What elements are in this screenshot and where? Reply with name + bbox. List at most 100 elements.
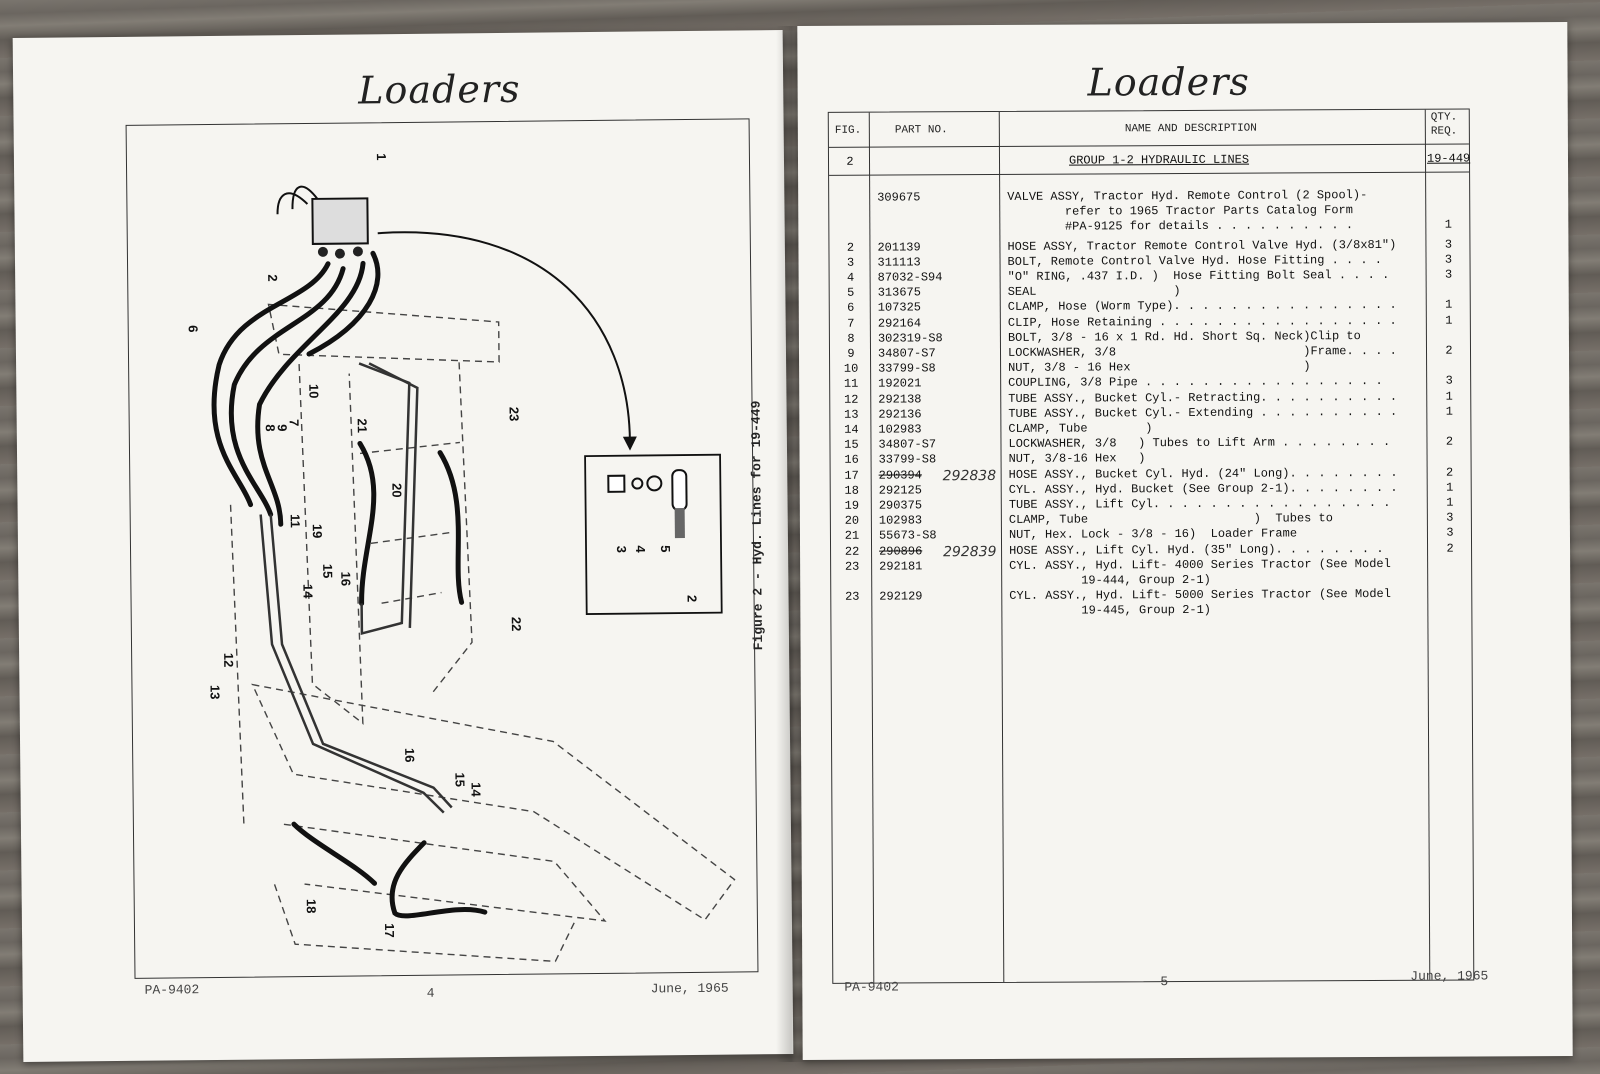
row-fig: 11: [843, 377, 859, 392]
right-footer-page: 5: [1160, 974, 1169, 990]
figure-caption: Figure 2 - Hyd. Lines for 19-449: [748, 400, 767, 651]
callout-7: 7: [287, 419, 302, 426]
row-description: COUPLING, 3/8 Pipe . . . . . . . . . . .…: [1008, 374, 1383, 391]
row-part-no: 201139: [877, 239, 921, 255]
row-description: 19-444, Group 2-1): [1009, 572, 1211, 588]
fitting-detail-box: [584, 453, 723, 615]
row-qty: 2: [1445, 465, 1454, 480]
parts-rows: 309675 VALVE ASSY, Tractor Hyd. Remote Co…: [829, 110, 1469, 618]
row-qty: 2: [1445, 343, 1453, 358]
row-part-no: 102983: [878, 422, 922, 437]
row-description: CYL. ASSY., Hyd. Lift- 5000 Series Tract…: [1009, 587, 1391, 604]
row-fig: 4: [846, 270, 855, 285]
row-fig: 6: [847, 301, 855, 316]
parts-row: #PA-9125 for details . . . . . . . . . .…: [829, 218, 1469, 236]
row-part-no: 311113: [877, 255, 921, 270]
callout-19: 19: [310, 524, 325, 539]
row-part-no: 55673-S8: [878, 528, 937, 543]
row-part-no: 107325: [877, 300, 922, 315]
callout-6: 6: [186, 325, 201, 332]
row-description: BOLT, Remote Control Valve Hyd. Hose Fit…: [1007, 252, 1383, 269]
callout-15b: 15: [452, 772, 467, 787]
row-fig: 12: [844, 392, 859, 407]
callout-23: 23: [507, 407, 522, 422]
callout-14b: 14: [468, 782, 483, 797]
callout-1: 1: [374, 153, 389, 160]
row-description: CLAMP, Tube ): [1008, 421, 1153, 436]
callout-20: 20: [389, 483, 404, 498]
row-part-no: 292129: [879, 589, 923, 604]
row-part-no: 313675: [877, 285, 921, 300]
group-fig: 2: [846, 154, 854, 169]
callout-17: 17: [382, 923, 397, 938]
callout-8: 8: [263, 424, 278, 431]
left-page-title: Loaders: [357, 66, 521, 113]
remote-control-valve: [276, 185, 369, 259]
header-rule: [828, 143, 1469, 148]
row-part-no: 302319-S8: [877, 331, 943, 346]
row-description: HOSE ASSY., Lift Cyl. Hyd. (35" Long). .…: [1009, 541, 1384, 558]
row-fig: 13: [844, 407, 859, 422]
row-qty: 3: [1445, 373, 1453, 389]
row-fig: 20: [844, 513, 860, 528]
right-page: Loaders FIG. PART NO. NAME AND DESCRIPTI…: [797, 21, 1573, 1061]
row-fig: 8: [847, 331, 855, 346]
left-footer-date: June, 1965: [650, 980, 729, 997]
row-fig: 22: [844, 544, 860, 559]
row-part-no: 292138: [878, 391, 922, 407]
row-part-no: 292136: [878, 407, 922, 422]
left-page: Loaders: [12, 29, 794, 1063]
row-description: NUT, 3/8-16 Hex ): [1008, 451, 1146, 467]
row-fig: 21: [844, 529, 860, 544]
row-qty: 1: [1444, 217, 1452, 233]
group-title: GROUP 1-2 HYDRAULIC LINES: [1068, 152, 1250, 168]
row-description: "O" RING, .437 I.D. ) Hose Fitting Bolt …: [1007, 267, 1390, 284]
header-qty: QTY.: [1430, 111, 1458, 124]
header-part-no: PART NO.: [894, 124, 948, 137]
row-fig: 10: [843, 361, 859, 376]
left-footer-form: PA-9402: [144, 982, 200, 998]
row-description: HOSE ASSY, Tractor Remote Control Valve …: [1007, 237, 1397, 254]
callout-18: 18: [304, 899, 319, 914]
right-footer-date: June, 1965: [1410, 968, 1489, 984]
row-part-no: 309675: [877, 190, 921, 205]
callout-13: 13: [207, 685, 222, 700]
row-qty: 1: [1445, 313, 1453, 328]
parts-row: 19-445, Group 2-1): [831, 602, 1471, 620]
callout-4: 4: [633, 545, 648, 553]
row-part-no: 87032-S94: [877, 270, 943, 285]
row-qty: 3: [1444, 252, 1453, 267]
row-fig: 15: [844, 437, 859, 452]
row-fig: 14: [844, 422, 859, 437]
header-fig: FIG.: [834, 124, 862, 137]
loader-frame-outline: [229, 303, 736, 963]
callout-14: 14: [300, 584, 315, 599]
row-fig: 9: [847, 346, 855, 361]
steel-tubes: [259, 362, 453, 814]
row-part-no: 34807-S7: [877, 346, 936, 361]
row-part-no: 33799-S8: [878, 361, 936, 376]
row-part-handwritten: 292838: [942, 467, 997, 484]
row-description: NUT, 3/8 - 16 Hex ): [1008, 359, 1311, 376]
hydraulic-hoses: [211, 250, 488, 919]
row-description: 19-445, Group 2-1): [1009, 603, 1212, 619]
callout-11: 11: [288, 514, 303, 528]
row-qty: 2: [1446, 541, 1454, 556]
row-fig: 23: [845, 589, 860, 604]
row-qty: 2: [1445, 434, 1454, 449]
row-part-no: 290896: [879, 543, 923, 559]
row-part-no: 292125: [878, 483, 922, 498]
row-fig: 7: [847, 316, 855, 331]
callout-2: 2: [265, 274, 280, 281]
group-row: 2 GROUP 1-2 HYDRAULIC LINES 19-449: [829, 152, 1470, 170]
row-fig: 3: [846, 255, 855, 270]
callout-21: 21: [355, 418, 370, 433]
header-req: REQ.: [1430, 125, 1458, 138]
row-qty: 3: [1446, 510, 1454, 525]
row-description: VALVE ASSY, Tractor Hyd. Remote Control …: [1007, 188, 1368, 204]
row-description: CYL. ASSY., Hyd. Bucket (See Group 2-1).…: [1008, 480, 1398, 497]
row-description: TUBE ASSY., Lift Cyl. . . . . . . . . . …: [1008, 495, 1391, 512]
row-qty: 1: [1446, 480, 1454, 495]
row-qty: 3: [1444, 267, 1453, 282]
row-part-no: 102983: [878, 513, 923, 528]
